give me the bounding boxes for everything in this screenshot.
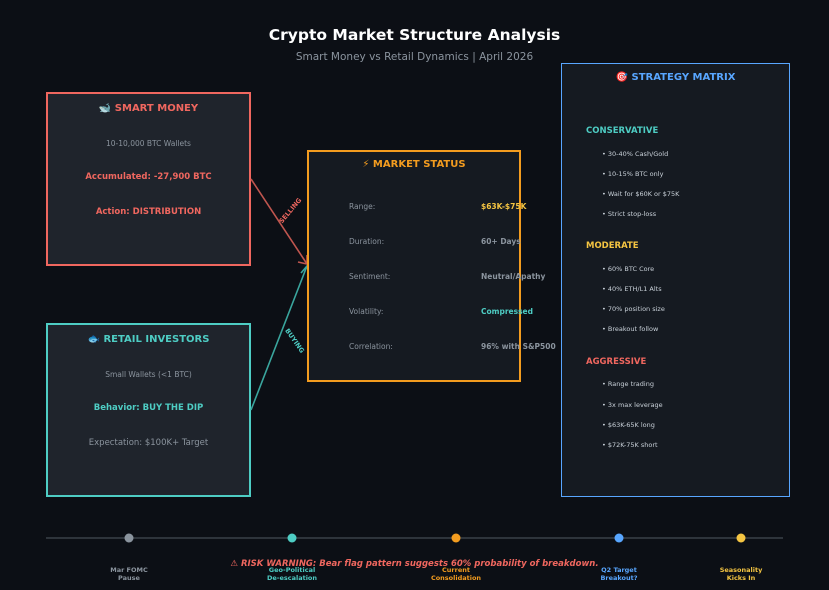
timeline-label-line1: Seasonality bbox=[719, 566, 763, 574]
market-row-label: Correlation: bbox=[349, 342, 393, 351]
strategy-item: • Wait for $60K or $75K bbox=[602, 190, 680, 198]
timeline-dot bbox=[287, 533, 297, 543]
strategy-item: • Range trading bbox=[602, 380, 654, 388]
market-row-value: $63K-$75K bbox=[481, 202, 527, 211]
timeline-label-line1: Mar FOMC bbox=[110, 566, 148, 574]
market-status-box: ⚡ MARKET STATUS Range: $63K-$75K Duratio… bbox=[307, 150, 556, 382]
selling-arrow bbox=[250, 178, 308, 265]
timeline-label: Current Consolidation bbox=[411, 566, 501, 582]
strategy-section-conservative: CONSERVATIVE bbox=[586, 126, 659, 136]
strategy-title: 🎯 STRATEGY MATRIX bbox=[615, 72, 736, 83]
page-subtitle: Smart Money vs Retail Dynamics | April 2… bbox=[295, 51, 534, 63]
timeline-label: Mar FOMC Pause bbox=[84, 566, 174, 582]
strategy-matrix-box: 🎯 STRATEGY MATRIX CONSERVATIVE • 30-40% … bbox=[561, 63, 790, 497]
market-row-value: 96% with S&P500 bbox=[481, 342, 556, 351]
timeline-dot bbox=[451, 533, 461, 543]
timeline-dot bbox=[736, 533, 746, 543]
smart-money-accumulated: Accumulated: -27,900 BTC bbox=[85, 172, 212, 182]
smart-money-title: 🐋 SMART MONEY bbox=[98, 103, 199, 114]
strategy-item: • Strict stop-loss bbox=[602, 210, 657, 218]
strategy-item: • $63K-65K long bbox=[602, 421, 655, 429]
timeline-label-line2: Consolidation bbox=[430, 574, 482, 582]
strategy-item: • 3x max leverage bbox=[602, 401, 663, 409]
buying-arrow bbox=[250, 265, 308, 411]
strategy-item: • 60% BTC Core bbox=[602, 265, 655, 273]
market-row-label: Volatility: bbox=[349, 307, 384, 316]
strategy-item: • Breakout follow bbox=[602, 325, 659, 333]
retail-wallets: Small Wallets (<1 BTC) bbox=[105, 370, 192, 379]
timeline-label: Q2 Target Breakout? bbox=[574, 566, 664, 582]
retail-investors-box: 🐟 RETAIL INVESTORS Small Wallets (<1 BTC… bbox=[46, 323, 251, 497]
timeline-label-line2: De-escalation bbox=[266, 574, 318, 582]
timeline-label: Geo-Political De-escalation bbox=[247, 566, 337, 582]
smart-money-action: Action: DISTRIBUTION bbox=[95, 207, 202, 217]
market-row-label: Range: bbox=[349, 202, 376, 211]
timeline-label-line2: Pause bbox=[118, 574, 140, 582]
retail-title: 🐟 RETAIL INVESTORS bbox=[87, 334, 210, 345]
strategy-item: • 40% ETH/L1 Alts bbox=[602, 285, 662, 293]
market-row-label: Sentiment: bbox=[349, 272, 391, 281]
market-row-value: Neutral/Apathy bbox=[481, 272, 546, 281]
market-row-label: Duration: bbox=[349, 237, 385, 246]
strategy-item: • 10-15% BTC only bbox=[602, 170, 664, 178]
timeline-label-line1: Current bbox=[442, 566, 470, 574]
market-row-value: 60+ Days bbox=[481, 237, 521, 246]
strategy-item: • $72K-75K short bbox=[602, 441, 658, 449]
smart-money-wallets: 10-10,000 BTC Wallets bbox=[106, 139, 191, 148]
page-title: Crypto Market Structure Analysis bbox=[268, 26, 561, 44]
market-row-value: Compressed bbox=[481, 307, 534, 316]
timeline-label-line2: Kicks In bbox=[726, 574, 756, 582]
strategy-item: • 30-40% Cash/Gold bbox=[602, 150, 669, 158]
strategy-section-moderate: MODERATE bbox=[586, 241, 639, 251]
smart-money-box: 🐋 SMART MONEY 10-10,000 BTC Wallets Accu… bbox=[46, 92, 251, 266]
timeline-dot bbox=[614, 533, 624, 543]
market-status-title: ⚡ MARKET STATUS bbox=[362, 159, 466, 170]
retail-expectation: Expectation: $100K+ Target bbox=[88, 438, 209, 448]
timeline-dot bbox=[124, 533, 134, 543]
retail-behavior: Behavior: BUY THE DIP bbox=[93, 403, 204, 413]
risk-warning: ⚠ RISK WARNING: Bear flag pattern sugges… bbox=[230, 559, 599, 569]
timeline-label-line1: Geo-Political bbox=[268, 566, 316, 574]
timeline-label: Seasonality Kicks In bbox=[696, 566, 786, 582]
strategy-item: • 70% position size bbox=[602, 305, 665, 313]
timeline-label-line2: Breakout? bbox=[600, 574, 638, 582]
strategy-section-aggressive: AGGRESSIVE bbox=[586, 357, 647, 367]
timeline-label-line1: Q2 Target bbox=[601, 566, 637, 574]
